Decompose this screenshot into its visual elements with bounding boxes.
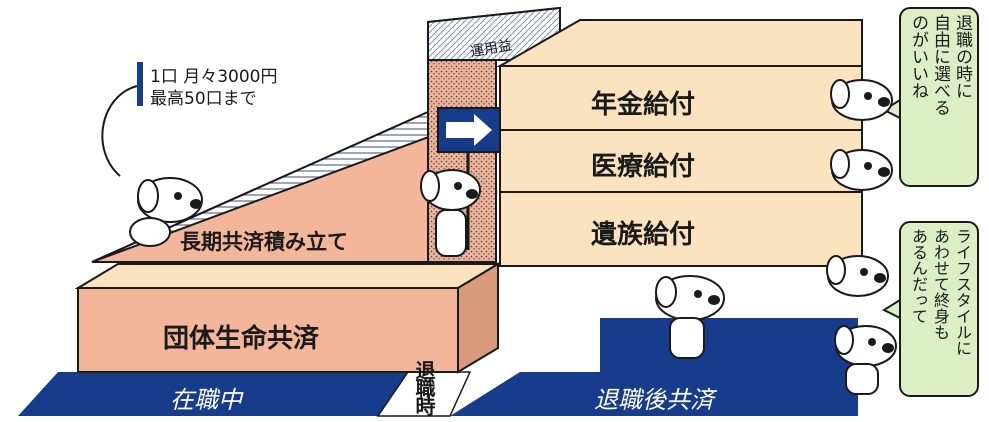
note-bar xyxy=(137,62,143,106)
speech-top-line1: 退職の時に xyxy=(952,14,972,99)
floor-during-label: 在職中 xyxy=(170,386,242,414)
plan-note-line1: 1口 月々3000円 xyxy=(150,67,278,87)
floor-retirement-label: 退職時 xyxy=(412,360,436,414)
group-block-top xyxy=(74,263,502,289)
speech-top-line3: のがいいね xyxy=(908,14,928,99)
note-connector xyxy=(101,85,138,177)
group-life-label: 団体生命共済 xyxy=(163,324,320,354)
speech-bottom-line3: あるんだって xyxy=(909,228,928,324)
speech-bubble-top xyxy=(899,7,979,187)
dog-icon-left xyxy=(129,177,203,247)
benefit-box-pension xyxy=(499,65,863,131)
plan-note-line2: 最高50口まで xyxy=(150,89,257,109)
benefit-box-survivor xyxy=(499,191,863,267)
benefit-medical-label: 医療給付 xyxy=(591,152,696,182)
floor-after-label: 退職後共済 xyxy=(594,386,714,414)
speech-bottom-line1: ライフスタイルに xyxy=(953,228,972,356)
dog-icon-sign xyxy=(420,169,481,257)
long-term-label: 長期共済積み立て xyxy=(180,230,348,254)
dog-icon-right-3 xyxy=(826,255,889,297)
benefit-pension-label: 年金給付 xyxy=(591,90,696,120)
benefit-survivor-label: 遺族給付 xyxy=(591,220,696,250)
speech-tail-bottom xyxy=(881,298,901,320)
group-block-side xyxy=(457,262,499,374)
dog-icon-right-4 xyxy=(834,325,897,395)
dog-icon-right-2 xyxy=(830,149,893,191)
dog-icon-lifting xyxy=(655,275,725,359)
floor-during-panel xyxy=(18,372,408,416)
arrow-icon xyxy=(446,114,492,146)
speech-bottom-line2: あわせて終身も xyxy=(931,228,950,340)
floor-after-panel xyxy=(450,318,858,416)
dog-icon-right-1 xyxy=(830,79,893,121)
speech-top-line2: 自由に選べる xyxy=(930,14,950,116)
